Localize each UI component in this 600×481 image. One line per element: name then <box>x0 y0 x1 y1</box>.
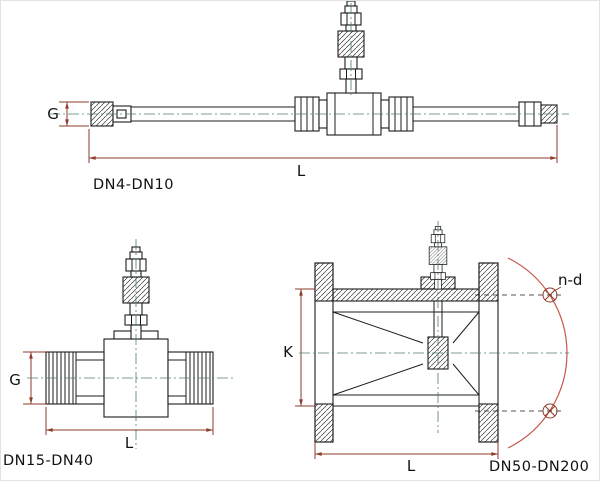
view-caption-dn4-dn10: DN4-DN10 <box>93 177 174 193</box>
dimension-k <box>295 288 315 407</box>
bolt-hole-icon <box>542 403 558 419</box>
dimension-l <box>45 407 214 435</box>
left-flange <box>314 262 334 443</box>
dim-label-l: L <box>297 162 306 180</box>
view-dn4-dn10: G L DN4-DN10 <box>47 1 569 193</box>
view-dn15-dn40: G L DN15-DN40 <box>3 239 235 469</box>
bolt-note-label: n-d <box>558 271 582 289</box>
bolt-note-leader <box>553 286 562 292</box>
meter-body <box>45 330 214 418</box>
dimension-l <box>314 442 499 459</box>
dim-label-l: L <box>407 457 416 475</box>
inlet-pipe <box>131 106 295 122</box>
outlet-pipe <box>413 106 519 122</box>
right-flange <box>478 262 499 443</box>
view-caption-dn15-dn40: DN15-DN40 <box>3 453 94 469</box>
dim-label-g: G <box>9 371 21 389</box>
view-caption-dn50-dn200: DN50-DN200 <box>489 459 589 475</box>
dim-label-l: L <box>125 434 134 452</box>
dim-label-k: K <box>283 343 294 361</box>
dimension-g <box>59 101 89 127</box>
dimension-l <box>88 125 558 163</box>
bolt-hole-icon <box>542 287 558 303</box>
view-dn50-dn200: n-d K L DN50-DN200 <box>283 221 589 475</box>
meter-tube-section <box>332 276 480 407</box>
